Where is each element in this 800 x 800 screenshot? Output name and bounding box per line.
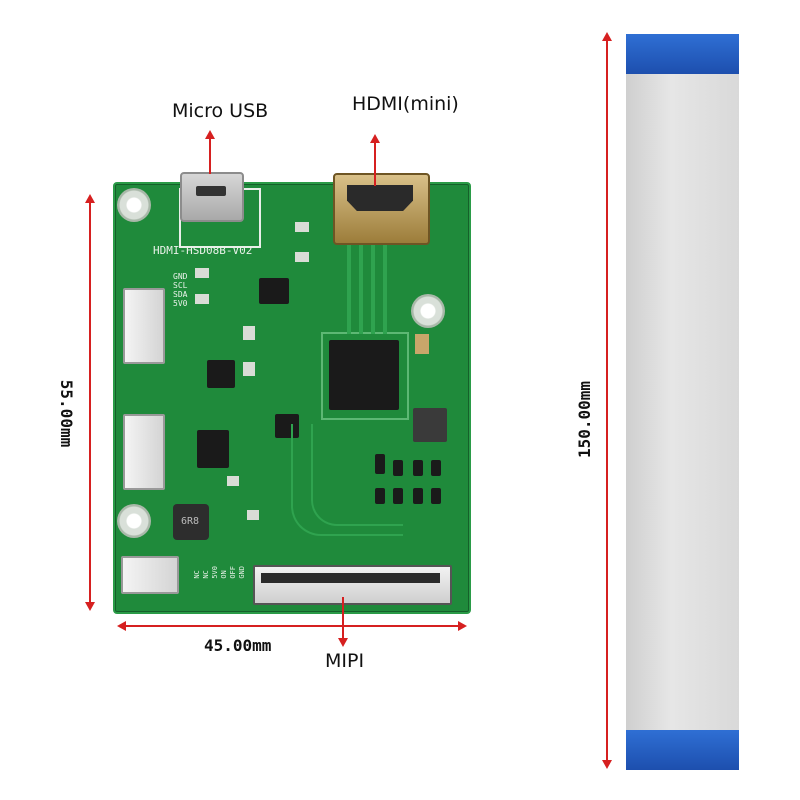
bottom-pin-label: GND [238, 566, 246, 579]
inductor-right [413, 408, 447, 442]
mipi-fpc-slot [261, 573, 440, 583]
mounting-hole-right [411, 294, 445, 328]
pad [243, 362, 255, 376]
cable-length-arrow-top [602, 32, 612, 41]
main-controller-chip [329, 340, 399, 410]
mipi-fpc-connector [253, 565, 452, 605]
board-height-line [89, 198, 91, 606]
mini-hdmi-slot [347, 185, 413, 211]
micro-usb-label: Micro USB [172, 100, 269, 122]
hdmi-arrow-head [370, 134, 380, 143]
mini-hdmi-connector [333, 173, 430, 245]
board-width-label: 45.00mm [204, 636, 272, 655]
mipi-arrow-head [338, 638, 348, 647]
cable-length-line [606, 38, 608, 764]
inductor-mark: 6R8 [181, 516, 200, 527]
mipi-label: MIPI [325, 650, 365, 672]
board-width-arrow-left [117, 621, 126, 631]
inductor-6r8: 6R8 [173, 504, 209, 540]
pad [227, 476, 239, 486]
bottom-pin-label: NC [202, 570, 210, 579]
cable-bottom-tip [626, 730, 739, 770]
trace-hdmi [347, 244, 351, 334]
micro-usb-slot [196, 186, 226, 196]
pad [295, 222, 309, 232]
trace-hdmi [359, 244, 363, 334]
micro-usb-arrow-line [209, 132, 211, 174]
small-ic-2 [207, 360, 235, 388]
side-pin-labels: GND SCL SDA 5V0 [173, 272, 187, 308]
pad [195, 268, 209, 278]
side-pin-label: GND [173, 272, 188, 281]
board-model-text: HDMI-HSD08B-V02 [153, 244, 253, 257]
bottom-pin-label: NC [193, 570, 201, 579]
fpc-ribbon-cable [626, 34, 739, 770]
trace-hdmi [383, 244, 387, 334]
board-height-arrow-top [85, 194, 95, 203]
cable-length-label: 150.00mm [575, 380, 595, 459]
side-connector-top [123, 288, 165, 364]
board-width-arrow-right [458, 621, 467, 631]
bottom-pin-labels: NC NC 5V0 ON OFF GND [193, 566, 246, 579]
crystal [415, 334, 429, 354]
cable-length-arrow-bottom [602, 760, 612, 769]
pad [195, 294, 209, 304]
bottom-left-connector [121, 556, 179, 594]
hdmi-arrow-line [374, 136, 376, 186]
trace-group [291, 424, 403, 536]
mounting-hole-top-left [117, 188, 151, 222]
side-pin-label: SCL [173, 281, 188, 290]
side-pin-label: 5V0 [173, 299, 188, 308]
small-ic-3 [197, 430, 229, 468]
small-ic-1 [259, 278, 289, 304]
bottom-pin-label: OFF [229, 566, 237, 579]
cable-top-tip [626, 34, 739, 74]
bottom-pin-label: 5V0 [211, 566, 219, 579]
bottom-pin-label: ON [220, 570, 228, 579]
trace-group [311, 424, 403, 526]
hdmi-label: HDMI(mini) [352, 93, 459, 115]
pad [247, 510, 259, 520]
side-connector-middle [123, 414, 165, 490]
board-height-label: 55.00mm [57, 379, 77, 448]
board-height-arrow-bottom [85, 602, 95, 611]
pad [243, 326, 255, 340]
mipi-arrow-line [342, 597, 344, 641]
micro-usb-connector [180, 172, 244, 222]
micro-usb-arrow-head [205, 130, 215, 139]
chip-outline [321, 332, 409, 420]
pcb-board: HDMI-HSD08B-V02 GND SCL SDA 5V0 6R8 [113, 182, 471, 614]
board-width-line [124, 625, 460, 627]
mounting-hole-bottom-left [117, 504, 151, 538]
resistor-cluster [373, 454, 445, 524]
trace-hdmi [371, 244, 375, 334]
side-pin-label: SDA [173, 290, 188, 299]
pad [295, 252, 309, 262]
